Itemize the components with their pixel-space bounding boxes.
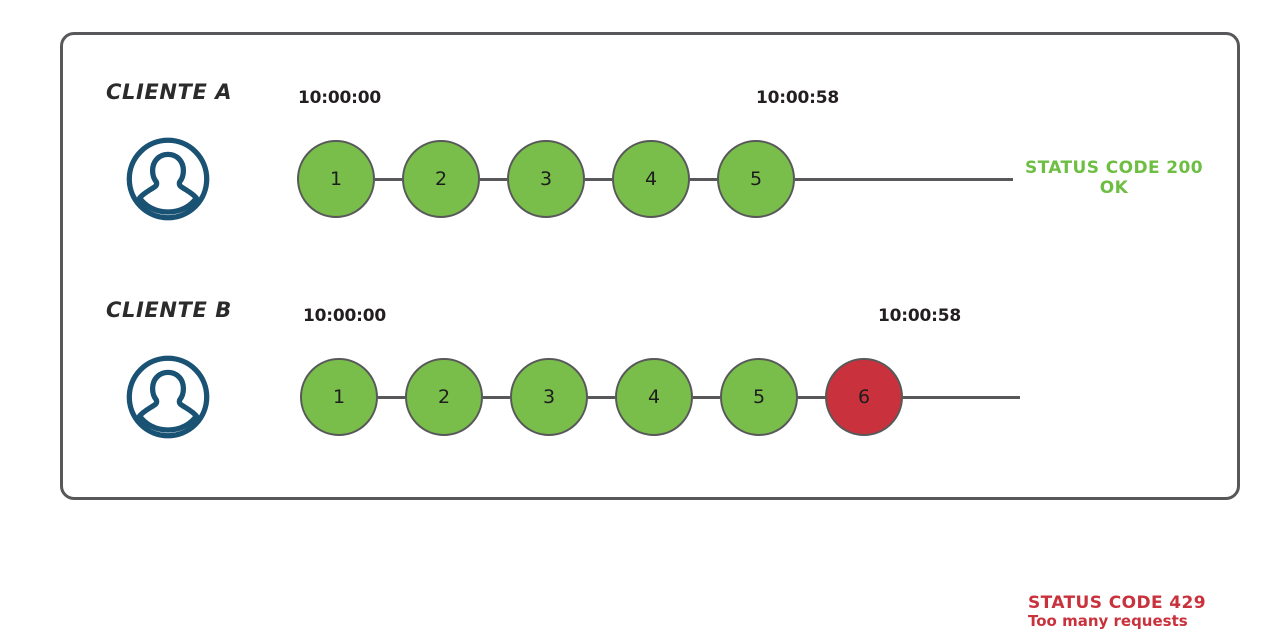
- user-avatar-icon: [124, 353, 212, 441]
- connector-4-5: [693, 396, 720, 399]
- connector-1-2: [378, 396, 405, 399]
- client-a-status: STATUS CODE 200 OK: [1024, 158, 1204, 198]
- user-avatar-icon: [124, 135, 212, 223]
- connector-2-3: [480, 178, 507, 181]
- status-message-text: Too many requests: [1028, 612, 1188, 631]
- request-node[interactable]: 3: [510, 358, 588, 436]
- request-node[interactable]: 4: [615, 358, 693, 436]
- connector-1-2: [375, 178, 402, 181]
- connector-5-6: [798, 396, 825, 399]
- client-b-end-timestamp: 10:00:58: [878, 306, 961, 326]
- client-b-status: STATUS CODE 429 Too many requests: [1028, 593, 1238, 631]
- client-a-response-line: [795, 178, 1013, 181]
- request-node[interactable]: 3: [507, 140, 585, 218]
- request-node[interactable]: 4: [612, 140, 690, 218]
- connector-4-5: [690, 178, 717, 181]
- client-a-end-timestamp: 10:00:58: [756, 88, 839, 108]
- status-code-text: STATUS CODE 200: [1025, 158, 1203, 178]
- status-code-text: STATUS CODE 429: [1028, 593, 1206, 613]
- request-node[interactable]: 5: [720, 358, 798, 436]
- status-message-text: OK: [1099, 178, 1129, 199]
- request-node[interactable]: 2: [402, 140, 480, 218]
- client-b-start-timestamp: 10:00:00: [303, 306, 386, 326]
- connector-3-4: [588, 396, 615, 399]
- request-node[interactable]: 2: [405, 358, 483, 436]
- request-node[interactable]: 1: [297, 140, 375, 218]
- connector-2-3: [483, 396, 510, 399]
- diagram-canvas: CLIENTE A 10:00:00 10:00:58 1 2 3 4 5 ST…: [60, 32, 1240, 630]
- request-node-rejected[interactable]: 6: [825, 358, 903, 436]
- client-b-label: CLIENTE B: [106, 298, 232, 322]
- client-b-response-line: [903, 396, 1020, 399]
- client-a-label: CLIENTE A: [106, 80, 233, 104]
- request-node[interactable]: 5: [717, 140, 795, 218]
- client-a-start-timestamp: 10:00:00: [298, 88, 381, 108]
- request-node[interactable]: 1: [300, 358, 378, 436]
- connector-3-4: [585, 178, 612, 181]
